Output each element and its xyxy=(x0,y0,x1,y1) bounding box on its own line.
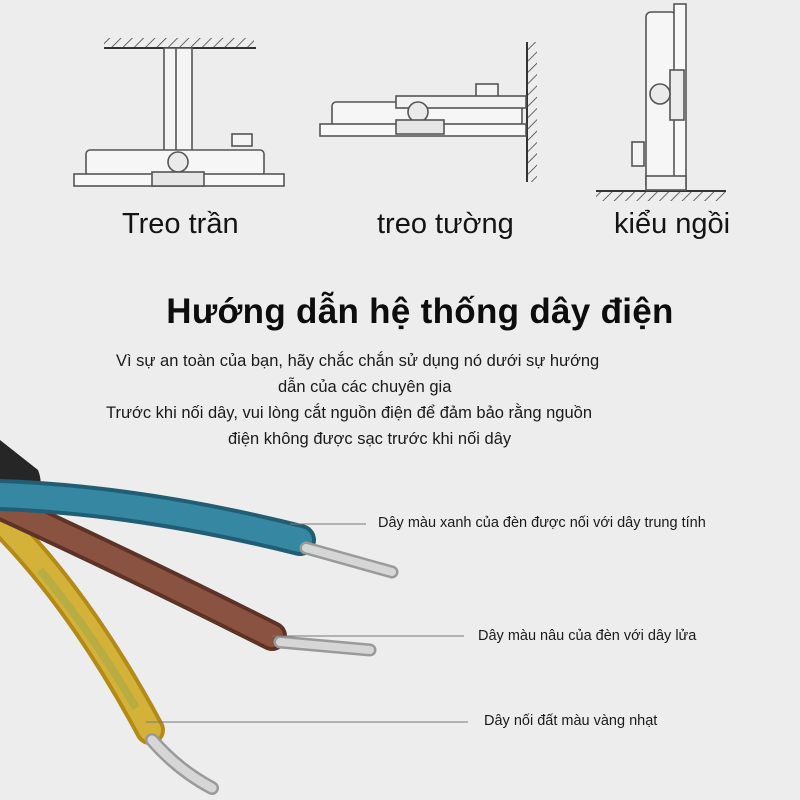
ceiling-mount-caption: Treo trần xyxy=(122,208,239,240)
wiring-title: Hướng dẫn hệ thống dây điện xyxy=(166,292,674,331)
earth-wire xyxy=(0,505,219,795)
mounting-diagrams xyxy=(73,3,726,201)
safety-note-line-3: Trước khi nối dây, vui lòng cắt nguồn đi… xyxy=(106,404,593,422)
live-wire xyxy=(0,490,377,657)
ceiling-mount-diagram xyxy=(73,38,285,187)
wall-mount-caption: treo tường xyxy=(377,208,514,240)
live-wire-label: Dây màu nâu của đèn với dây lửa xyxy=(478,628,697,644)
neutral-wire-label: Dây màu xanh của đèn được nối với dây tr… xyxy=(378,515,706,531)
floor-mount-caption: kiểu ngồi xyxy=(614,208,731,240)
neutral-wire xyxy=(0,479,399,579)
floor-mount-diagram xyxy=(596,3,726,201)
safety-note-line-2: dẫn của các chuyên gia xyxy=(278,378,452,396)
safety-note-line-1: Vì sự an toàn của bạn, hãy chắc chắn sử … xyxy=(116,352,600,370)
earth-wire-label: Dây nối đất màu vàng nhạt xyxy=(484,713,658,729)
wall-mount-diagram xyxy=(319,42,537,182)
safety-note-line-4: điện không được sạc trước khi nối dây xyxy=(228,430,512,448)
